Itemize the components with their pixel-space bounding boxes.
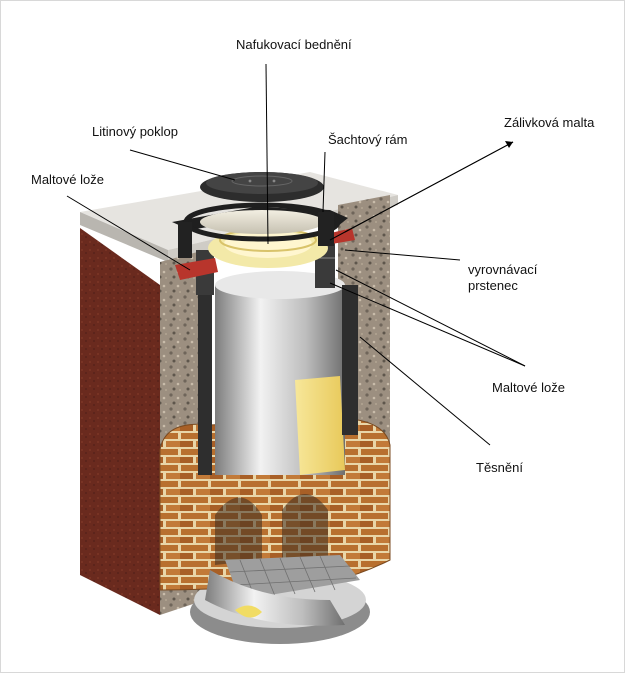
label-zalivkova-malta: Zálivková malta (504, 115, 595, 130)
top-surface-edge (80, 212, 168, 262)
label-litinovy-poklop: Litinový poklop (92, 124, 178, 139)
mortar-wedge-left (175, 258, 218, 280)
arch-left (215, 497, 262, 565)
label-prstenec: prstenec (468, 278, 518, 293)
leader-tesneni (359, 336, 491, 446)
label-vyrovnavaci: vyrovnávací (468, 262, 538, 277)
label-maltove-loze-right: Maltové lože (492, 380, 565, 395)
frame-post-right (318, 212, 334, 246)
label-maltove-loze-top: Maltové lože (31, 172, 104, 187)
leader-maltove-top (66, 195, 191, 271)
label-nafukovaci-bedneni: Nafukovací bednění (236, 37, 352, 52)
leader-zalivkova-2 (344, 141, 514, 233)
leader-litinovy (129, 149, 236, 181)
label-sachtovy-ram: Šachtový rám (328, 132, 408, 147)
leader-maltove-right-2 (329, 282, 526, 367)
leader-lines (66, 63, 526, 446)
leader-maltove-right-1 (335, 269, 526, 367)
leader-nafukovaci (265, 63, 269, 245)
arch-right (282, 494, 328, 560)
label-tesneni: Těsnění (476, 460, 523, 475)
leader-sachtovy (322, 151, 326, 213)
floor-grid (225, 555, 360, 600)
yellow-drop (235, 605, 262, 618)
shaft-wall-left (198, 285, 212, 475)
shaft-wall-right (342, 285, 358, 435)
yellow-insert (295, 376, 345, 475)
left-outer-wall (80, 228, 160, 615)
leader-vyrovnavaci (344, 249, 461, 261)
frame-post-left (178, 222, 192, 258)
